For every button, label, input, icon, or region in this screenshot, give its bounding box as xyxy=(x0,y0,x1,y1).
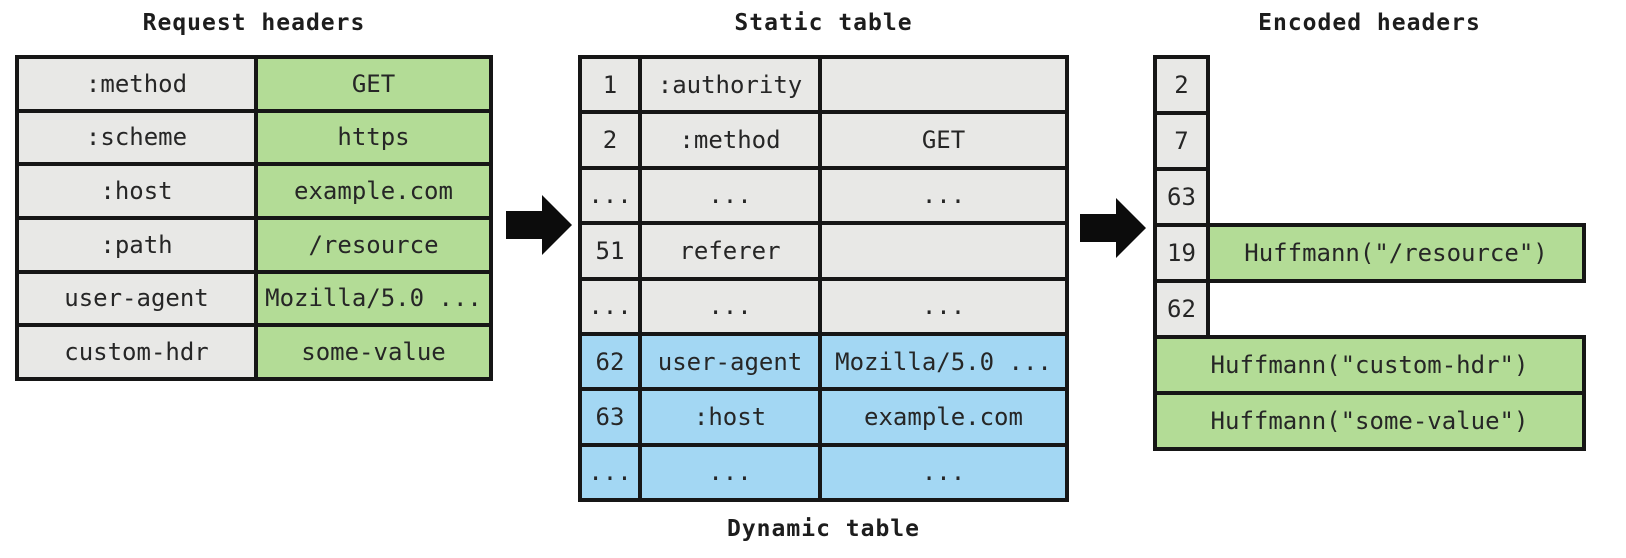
huffmann-literal-box: Huffmann("custom-hdr") xyxy=(1153,335,1586,395)
header-name-cell: user-agent xyxy=(642,335,818,388)
header-value-cell xyxy=(822,225,1065,277)
encoded-index-column: 2 7 63 19 62 xyxy=(1153,55,1210,339)
header-value-cell: ... xyxy=(822,169,1065,222)
header-name-cell: :authority xyxy=(642,59,818,111)
header-value-cell: some-value xyxy=(258,327,489,377)
index-cell: 7 xyxy=(1157,115,1206,167)
arrow-right-icon xyxy=(1080,198,1146,258)
header-name-cell: :host xyxy=(19,166,254,216)
index-cell: 62 xyxy=(582,335,638,388)
header-value-cell xyxy=(822,59,1065,111)
index-cell: 2 xyxy=(1157,59,1206,111)
header-value-cell: /resource xyxy=(258,220,489,270)
header-value-cell: example.com xyxy=(822,391,1065,443)
header-value-cell: https xyxy=(258,112,489,163)
encoded-headers-title: Encoded headers xyxy=(1258,10,1481,36)
header-name-cell: ... xyxy=(642,280,818,332)
index-cell: 62 xyxy=(1157,283,1206,335)
header-value-cell: GET xyxy=(822,114,1065,166)
request-headers-title: Request headers xyxy=(142,10,366,36)
header-name-cell: :method xyxy=(642,114,818,166)
static-table: 1 :authority 2 :method GET ... ... ... 5… xyxy=(578,55,1069,502)
index-cell: 19 xyxy=(1157,227,1206,279)
header-name-cell: user-agent xyxy=(19,273,254,324)
request-headers-table: :method GET :scheme https :host example.… xyxy=(15,55,493,381)
header-name-cell: :host xyxy=(642,391,818,443)
header-value-cell: ... xyxy=(822,446,1065,498)
header-value-cell: ... xyxy=(822,280,1065,332)
static-table-title: Static table xyxy=(734,10,913,36)
index-cell: 63 xyxy=(1157,171,1206,223)
header-name-cell: custom-hdr xyxy=(19,327,254,377)
dynamic-table-title: Dynamic table xyxy=(726,516,920,542)
header-name-cell: ... xyxy=(642,169,818,222)
header-value-cell: Mozilla/5.0 ... xyxy=(258,273,489,324)
header-name-cell: ... xyxy=(642,446,818,498)
header-name-cell: :method xyxy=(19,59,254,109)
index-cell: 51 xyxy=(582,225,638,277)
huffmann-literal-box: Huffmann("/resource") xyxy=(1206,223,1586,283)
header-name-cell: referer xyxy=(642,225,818,277)
header-value-cell: GET xyxy=(258,59,489,109)
huffmann-literal-box: Huffmann("some-value") xyxy=(1153,391,1586,451)
index-cell: 2 xyxy=(582,114,638,166)
arrow-right-icon xyxy=(506,195,572,255)
header-value-cell: Mozilla/5.0 ... xyxy=(822,335,1065,388)
index-cell: 1 xyxy=(582,59,638,111)
header-name-cell: :path xyxy=(19,220,254,270)
header-value-cell: example.com xyxy=(258,166,489,216)
header-name-cell: :scheme xyxy=(19,112,254,163)
index-cell: ... xyxy=(582,280,638,332)
index-cell: ... xyxy=(582,169,638,222)
index-cell: ... xyxy=(582,446,638,498)
index-cell: 63 xyxy=(582,391,638,443)
